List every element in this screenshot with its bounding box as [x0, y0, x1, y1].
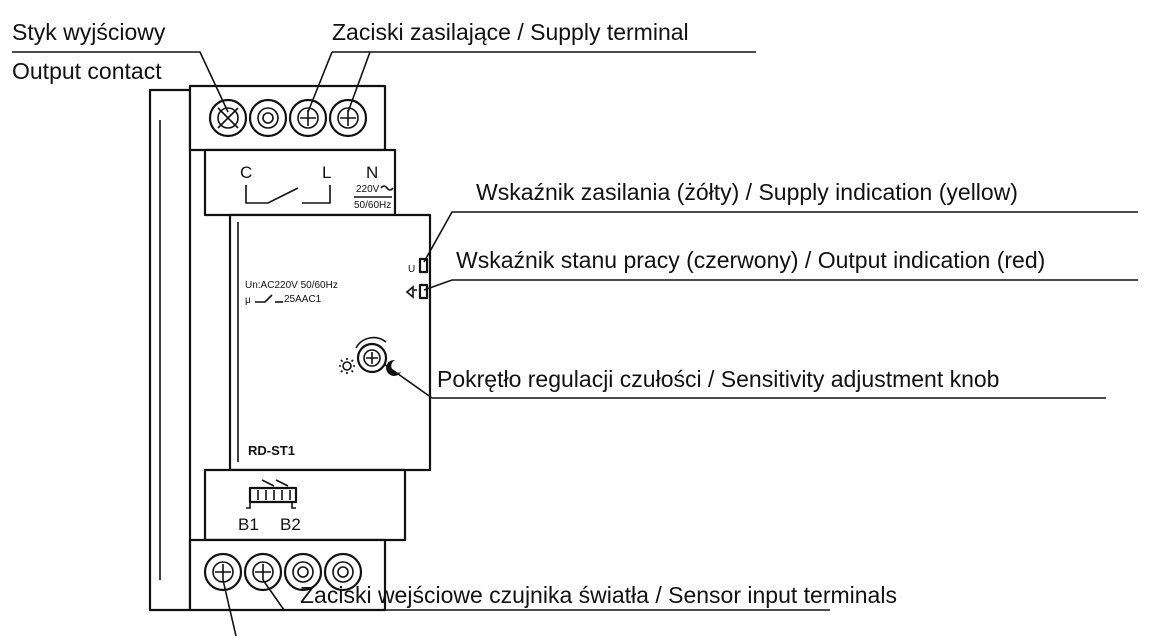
top-screws: [208, 98, 368, 138]
terminal-legend: C L N 220V 50/60Hz: [240, 163, 394, 211]
label-output-contact-pl: Styk wyjściowy: [12, 19, 166, 45]
label-output-contact-en: Output contact: [12, 58, 162, 84]
front-housing: [228, 213, 432, 472]
contact-symbol-icon: [255, 294, 273, 303]
screw-output-contact: [208, 98, 248, 138]
relay-led-icon: [405, 285, 417, 299]
spec-current: 25AAC1: [284, 294, 322, 305]
label-output-indication: Wskaźnik stanu pracy (czerwony) / Output…: [456, 247, 1045, 273]
leader-supply-terminal: [307, 51, 756, 113]
leader-sensitivity-knob: [383, 363, 1106, 399]
relay-contact-symbol: [245, 185, 331, 204]
leader-output-contact: [12, 51, 229, 113]
label-sensor-inputs: Zaciski wejściowe czujnika światła / Sen…: [300, 582, 897, 608]
selector-arrows: [261, 479, 289, 487]
frequency-label: 50/60Hz: [354, 200, 391, 211]
screw-bottom-3: [283, 552, 323, 592]
sun-icon: [339, 358, 355, 374]
device-body: [148, 84, 432, 612]
ac-symbol-icon: [380, 185, 394, 191]
sensor-b1-label: B1: [238, 515, 259, 534]
led-u-symbol: U: [408, 264, 415, 275]
screw-bottom-4: [323, 552, 363, 592]
leader-supply-indication: [423, 211, 1138, 263]
bottom-label-panel: [203, 468, 407, 542]
screw-sensor-b1: [203, 552, 243, 592]
label-sensitivity-knob: Pokrętło regulacji czułości / Sensitivit…: [437, 366, 999, 392]
moon-icon: [386, 359, 401, 376]
callout-labels: Styk wyjściowy Output contact Zaciski za…: [12, 19, 1045, 608]
din-rail-edge: [148, 88, 192, 612]
terminal-c-label: C: [240, 163, 252, 182]
bottom-screws: [203, 552, 363, 592]
terminal-n-label: N: [366, 163, 378, 182]
model-label: RD-ST1: [248, 443, 295, 458]
supply-led: [418, 257, 429, 274]
screw-sensor-b2: [243, 552, 283, 592]
sensor-b2-label: B2: [280, 515, 301, 534]
screw-supply-l: [288, 98, 328, 138]
sensitivity-knob: [355, 336, 388, 374]
screw-supply-n: [328, 98, 368, 138]
screw-output-contact-2: [248, 98, 288, 138]
label-supply-indication: Wskaźnik zasilania (żółty) / Supply indi…: [476, 179, 1018, 205]
leader-output-indication: [423, 279, 1138, 291]
terminal-l-label: L: [322, 163, 331, 182]
sensor-selector: B1 B2: [238, 479, 301, 534]
output-led: [418, 283, 429, 300]
selector-jumper: [248, 486, 298, 504]
leader-lines: [12, 51, 1138, 637]
leader-sensor-inputs: [222, 579, 830, 637]
knob-arc: [355, 336, 387, 349]
spec-rating: Un:AC220V 50/60Hz: [245, 280, 338, 291]
voltage-label: 220V: [356, 184, 380, 195]
spec-mu: μ: [245, 295, 251, 306]
front-panel: Un:AC220V 50/60Hz μ 25AAC1 RD-ST1 U: [245, 257, 429, 458]
label-supply-terminal: Zaciski zasilające / Supply terminal: [332, 19, 689, 45]
